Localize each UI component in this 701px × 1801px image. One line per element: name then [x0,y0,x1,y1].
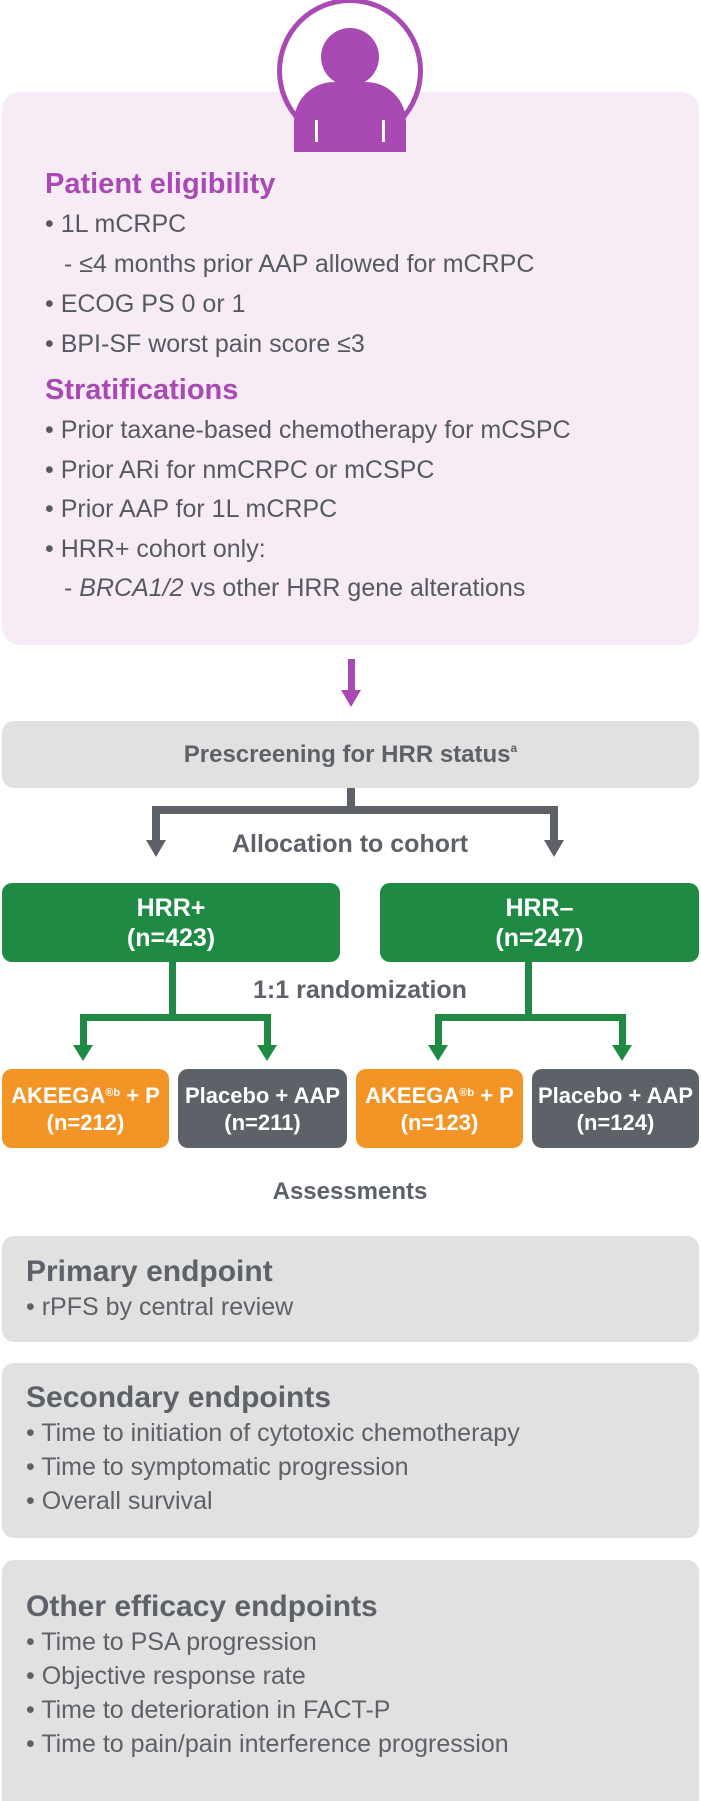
cohort-hrr-negative: HRR– (n=247) [380,883,699,962]
primary-endpoint-box [2,1236,699,1342]
arm-count: (n=211) [224,1109,301,1135]
flow-arrow-shaft [348,659,355,693]
stratification-item: • Prior taxane-based chemotherapy for mC… [45,416,571,444]
secondary-endpoints-heading: Secondary endpoints [26,1381,332,1414]
randomization-label: 1:1 randomization [253,976,467,1004]
stratification-item: • Prior AAP for 1L mCRPC [45,495,338,523]
arrow-down-icon [257,1045,277,1061]
endpoint-item: • Time to initiation of cytotoxic chemot… [26,1419,520,1447]
arm-placebo-hrr-negative: Placebo + AAP (n=124) [532,1069,699,1148]
stratification-item: • HRR+ cohort only: [45,535,266,563]
endpoint-item: • Overall survival [26,1487,213,1515]
arrow-down-icon [612,1045,632,1061]
eligibility-item: • BPI-SF worst pain score ≤3 [45,330,365,358]
arm-count: (n=124) [576,1109,655,1135]
other-endpoints-box [2,1560,699,1801]
primary-endpoint-heading: Primary endpoint [26,1255,273,1288]
endpoint-item: • Time to deterioration in FACT-P [26,1696,391,1724]
avatar-head [321,28,379,86]
endpoint-item: • Time to pain/pain interference progres… [26,1730,509,1758]
arm-count: (n=123) [400,1109,479,1135]
avatar-arm-line-right [382,120,385,142]
arrow-down-icon [146,840,166,857]
allocation-left-drop [152,806,160,842]
endpoint-item: • Objective response rate [26,1662,306,1690]
cohort-title: HRR– [505,893,574,922]
eligibility-panel [2,92,699,645]
endpoint-item: • Time to PSA progression [26,1628,317,1656]
allocation-stem [347,788,355,808]
randomization-stem-right [525,962,532,1018]
randomization-drop [435,1014,442,1048]
arm-count: (n=212) [46,1109,125,1135]
eligibility-item: • ECOG PS 0 or 1 [45,290,246,318]
arrow-down-icon [73,1045,93,1061]
other-endpoints-heading: Other efficacy endpoints [26,1590,378,1623]
brca-italic: BRCA1/2 [79,574,184,602]
randomization-drop [80,1014,87,1048]
endpoint-item: • Time to symptomatic progression [26,1453,409,1481]
randomization-stem-left [169,962,176,1018]
cohort-hrr-positive: HRR+ (n=423) [2,883,340,962]
allocation-label: Allocation to cohort [231,830,469,858]
randomization-drop [619,1014,626,1048]
stratification-subitem: - BRCA1/2 vs other HRR gene alterations [64,574,526,602]
eligibility-item: • 1L mCRPC [45,210,187,238]
allocation-right-drop [550,806,558,842]
endpoint-item: • rPFS by central review [26,1293,294,1321]
arm-akeega-hrr-positive: AKEEGA®b + P (n=212) [2,1069,169,1148]
eligibility-subitem: - ≤4 months prior AAP allowed for mCRPC [64,250,535,278]
eligibility-heading: Patient eligibility [45,168,276,200]
arm-placebo-hrr-positive: Placebo + AAP (n=211) [178,1069,347,1148]
assessments-label: Assessments [272,1178,428,1205]
randomization-horizontal-left [80,1014,271,1021]
stratification-item: • Prior ARi for nmCRPC or mCSPC [45,456,435,484]
avatar-body [294,82,406,152]
randomization-horizontal-right [435,1014,626,1021]
arrow-down-icon [544,840,564,857]
arm-akeega-hrr-negative: AKEEGA®b + P (n=123) [356,1069,523,1148]
arrow-down-icon [428,1045,448,1061]
randomization-drop [264,1014,271,1048]
cohort-count: (n=247) [495,923,584,952]
cohort-count: (n=423) [126,923,216,952]
allocation-horizontal [152,806,558,814]
arrow-down-icon [341,690,361,707]
secondary-endpoints-box [2,1363,699,1538]
stratifications-heading: Stratifications [45,374,239,406]
prescreening-box: Prescreening for HRR statusa [2,721,699,788]
cohort-title: HRR+ [136,893,206,922]
avatar-arm-line-left [315,120,318,142]
